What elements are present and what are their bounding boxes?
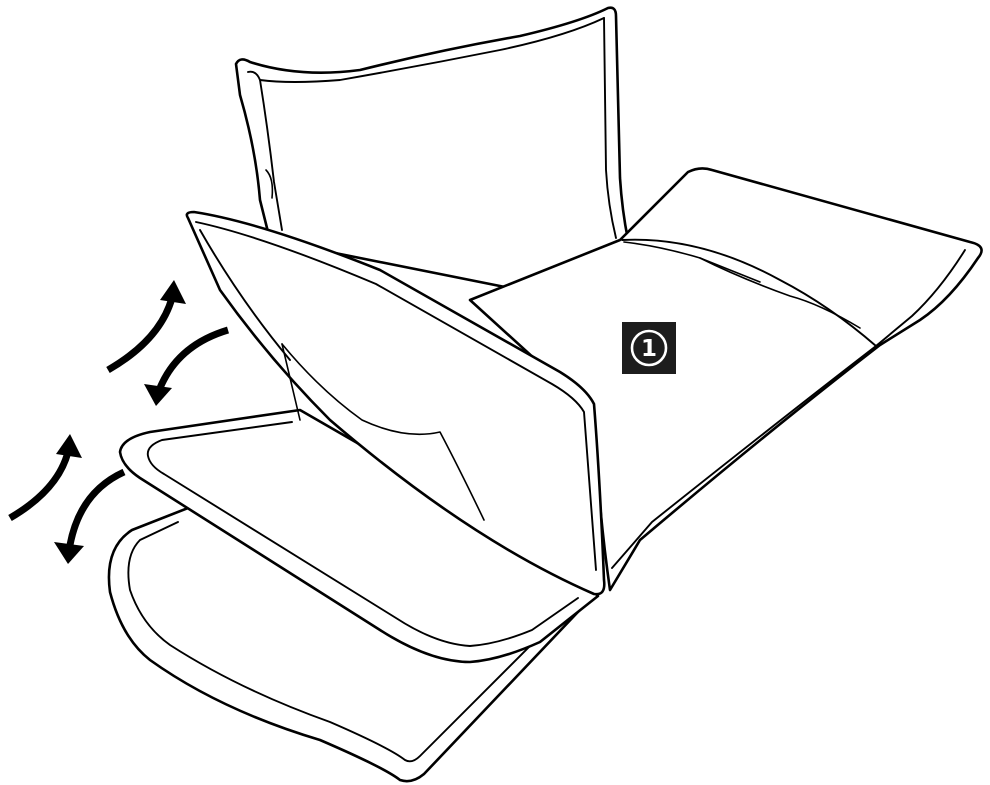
lower-fold-up-arrow [10,434,82,518]
callout-1: 1 [622,322,676,374]
upper-fold-up-arrow [108,280,186,370]
callout-1-label: 1 [641,336,657,362]
upper-fold-down-arrow [144,330,228,406]
